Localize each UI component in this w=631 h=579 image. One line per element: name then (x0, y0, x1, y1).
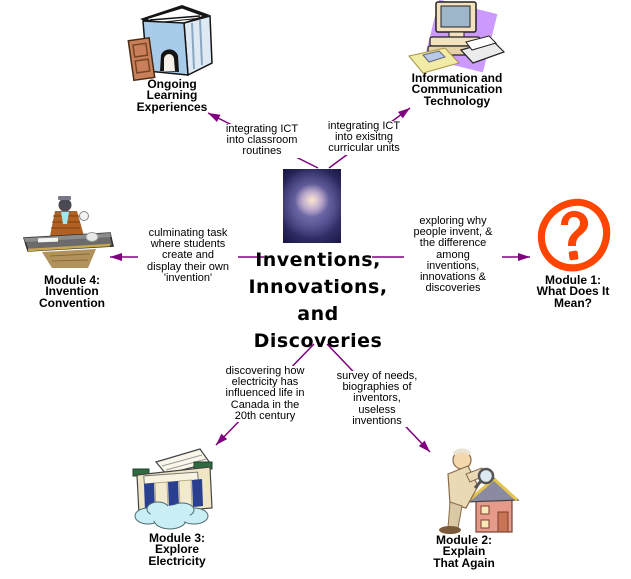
link-label-line: discoveries (425, 282, 481, 295)
node-title-ict: Information and Communication Technology (395, 71, 519, 108)
node-title-module1: Module 1: What Does It Mean? (513, 273, 631, 310)
link-label-to-ongoing: integrating ICT into classroom routines (212, 123, 312, 158)
node-title-line: Experiences (136, 99, 208, 114)
node-title-line: Information and (411, 71, 503, 85)
link-label-line: display their own (147, 260, 229, 273)
node-module2[interactable] (426, 446, 520, 536)
node-module3[interactable] (130, 446, 218, 536)
link-label-line: inventions (352, 414, 402, 427)
node-title-line: Module 1: (545, 273, 601, 287)
link-label-line: electricity has (231, 376, 299, 389)
link-label-line: into exisitng (334, 131, 394, 144)
center-title-line: and (297, 303, 339, 325)
node-title-line: Module 2: (436, 533, 492, 547)
link-label-to-ict: integrating ICT into exisitng curricular… (314, 120, 414, 155)
link-label-line: routines (242, 145, 282, 158)
book-schoolhouse-clipart (127, 5, 213, 82)
link-label-line: among (436, 248, 470, 261)
center-title-line: Innovations, (248, 276, 388, 298)
link-label-line: curricular units (328, 142, 400, 155)
node-title-line: Invention (45, 284, 99, 299)
node-title-module3: Module 3: Explore Electricity (117, 531, 237, 568)
link-label-line: innovations & (419, 271, 487, 284)
node-title-module4: Module 4: Invention Convention (12, 273, 132, 310)
link-label-line: create and (162, 249, 214, 262)
node-title-line: Convention (39, 295, 105, 310)
spiral-galaxy-image[interactable] (283, 169, 341, 243)
link-label-line: inventions, (426, 259, 480, 272)
node-title-line: Module 4: (44, 273, 100, 287)
man-magnifier-house-clipart (439, 448, 520, 534)
link-label-line: survey of needs, (336, 370, 418, 382)
node-title-line: What Does It (536, 284, 610, 299)
center-title: Inventions, Innovations, and Discoveries (248, 247, 388, 355)
link-label-line: people invent, & (413, 226, 493, 239)
node-ict[interactable] (403, 0, 507, 76)
link-label-to-module1: exploring why people invent, & the diffe… (404, 215, 502, 295)
computer-printer-clipart (408, 0, 506, 74)
node-module4[interactable] (20, 194, 116, 280)
center-title-line: Inventions, (255, 249, 381, 271)
link-label-line: exploring why (419, 215, 487, 227)
link-label-line: 20th century (234, 409, 296, 422)
node-title-line: Communication (411, 82, 503, 97)
link-label-line: discovering how (225, 365, 305, 377)
center-title-line: Discoveries (253, 330, 383, 352)
node-title-module2: Module 2: Explain That Again (404, 533, 524, 570)
node-title-line: Learning (146, 88, 198, 103)
inventor-workbench-clipart (23, 196, 114, 268)
node-title-line: Technology (423, 93, 491, 108)
link-label-line: culminating task (148, 227, 228, 239)
link-label-line: inventors, (353, 392, 401, 405)
node-title-line: Electricity (148, 553, 206, 568)
link-label-to-module3: discovering how electricity has influenc… (213, 365, 317, 423)
link-label-line: Canada in the (230, 398, 300, 411)
link-label-line: useless (358, 403, 396, 416)
node-ongoing-learning[interactable] (124, 3, 216, 91)
node-title-line: Mean? (553, 295, 592, 310)
node-title-line: Ongoing (147, 77, 197, 91)
link-label-line: into classroom (226, 134, 298, 147)
link-label-line: integrating ICT (225, 123, 299, 135)
link-label-to-module4: culminating task where students create a… (138, 227, 238, 285)
question-mark-icon (537, 198, 611, 272)
node-title-line: That Again (433, 555, 495, 570)
link-label-line: biographies of (342, 381, 412, 394)
link-label-line: the difference (419, 237, 487, 250)
node-title-line: Explain (442, 544, 486, 559)
link-label-line: integrating ICT (327, 120, 401, 132)
node-module1[interactable] (533, 195, 615, 279)
node-title-line: Module 3: (149, 531, 205, 545)
link-label-line: influenced life in (225, 387, 305, 400)
node-title-line: Explore (154, 542, 199, 557)
link-label-to-module2: survey of needs, biographies of inventor… (327, 370, 427, 428)
link-label-line: 'invention' (163, 271, 213, 284)
link-label-line: where students (150, 238, 226, 251)
hydro-dam-clipart (132, 448, 213, 530)
node-title-ongoing-learning: Ongoing Learning Experiences (112, 77, 232, 114)
